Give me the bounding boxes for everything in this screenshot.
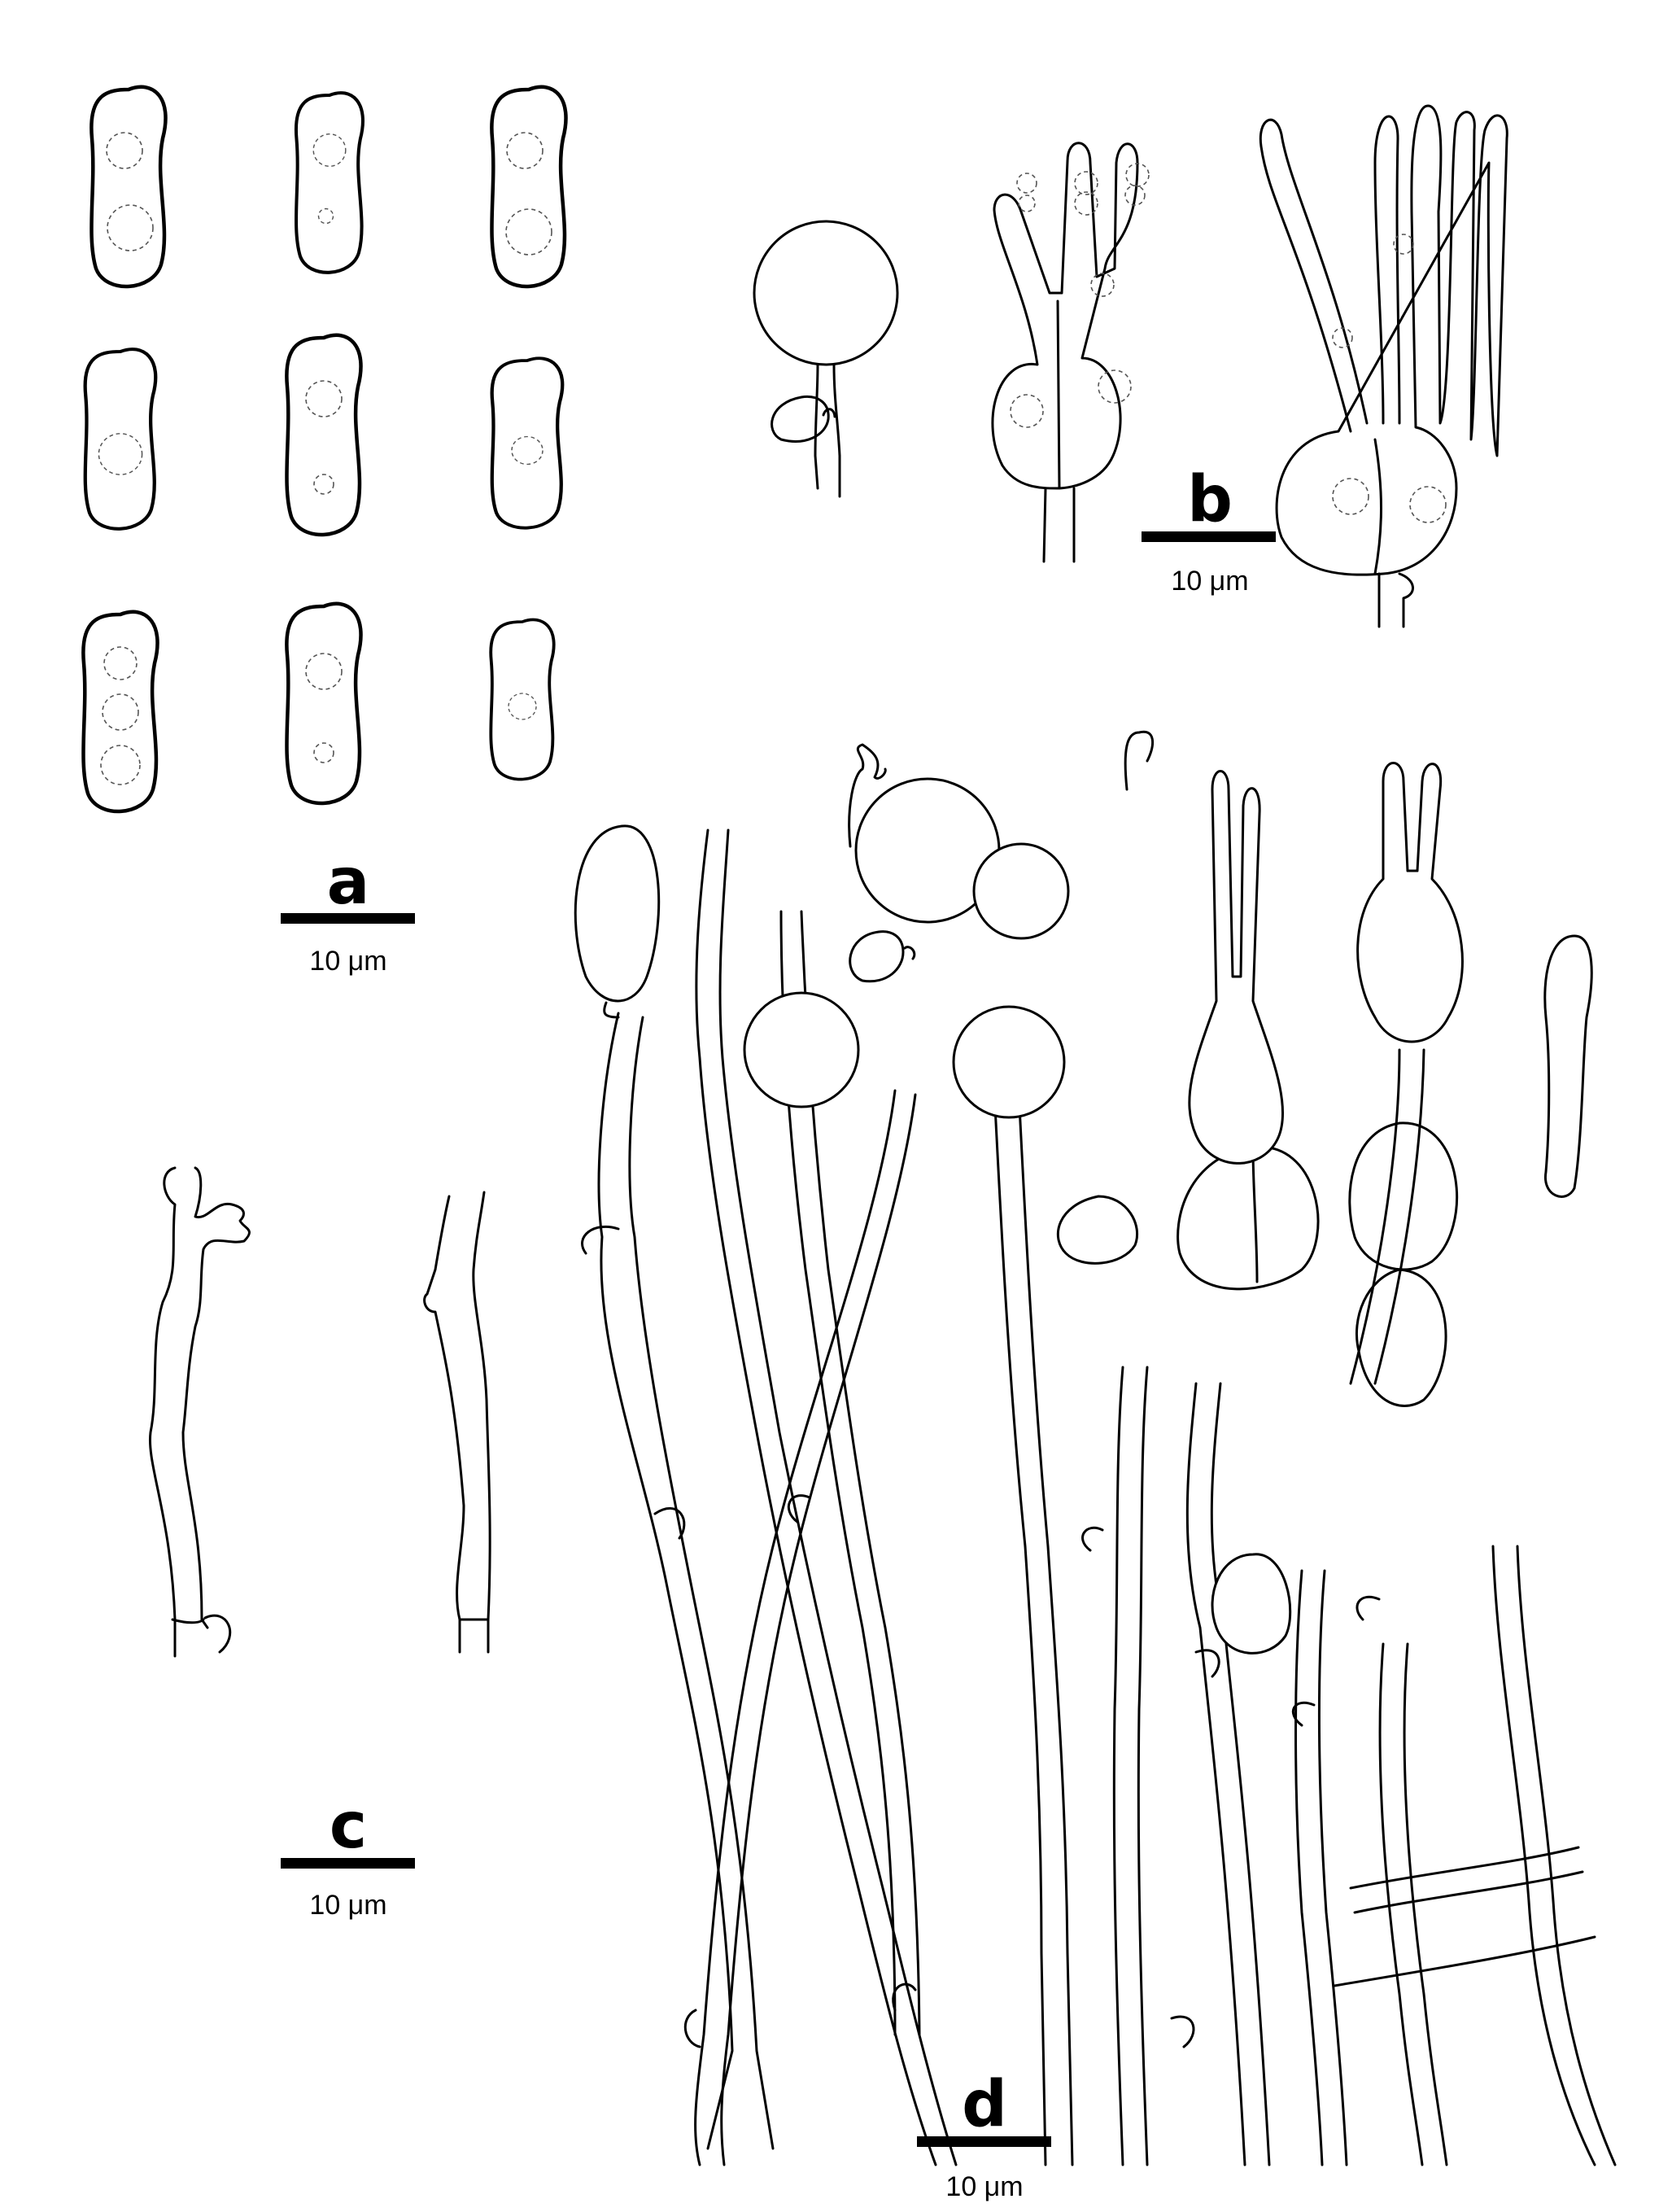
spore (286, 604, 360, 803)
spore (83, 612, 157, 811)
scale-label-b: 10 μm (1171, 566, 1248, 597)
spore (492, 358, 563, 527)
spore (85, 349, 156, 529)
spore (491, 87, 565, 286)
scale-label-d: 10 μm (945, 2171, 1023, 2202)
panel-b-label-group: b 10 μm (1142, 463, 1276, 597)
spore (296, 93, 363, 273)
panel-d-letter: d (962, 2068, 1007, 2141)
panel-a-label-group: a 10 μm (281, 846, 415, 977)
scale-bar-a (281, 913, 415, 924)
panel-a-spores (83, 87, 565, 811)
scale-bar-c (281, 1858, 415, 1869)
long-sterigmata-basidium (1259, 104, 1508, 628)
scale-label-a: 10 μm (309, 946, 386, 977)
four-sterigmata-basidium (991, 142, 1150, 563)
panel-c-label-group: c 10 μm (281, 1790, 415, 1921)
scale-bar-b (1142, 531, 1276, 542)
panel-c-hyphae (148, 1166, 491, 1658)
spore (286, 335, 360, 535)
young-basidium (753, 220, 899, 498)
panel-a-letter: a (327, 846, 370, 919)
spore (489, 618, 556, 781)
panel-b-letter: b (1187, 463, 1233, 536)
scale-label-c: 10 μm (309, 1890, 386, 1921)
panel-c-letter: c (330, 1790, 367, 1863)
panel-d-label-group: d 10 μm (917, 2068, 1051, 2202)
panel-d-hymenium (574, 730, 1617, 2166)
scale-bar-d (917, 2136, 1051, 2147)
panel-b-basidia (753, 104, 1508, 628)
spore (91, 87, 165, 286)
